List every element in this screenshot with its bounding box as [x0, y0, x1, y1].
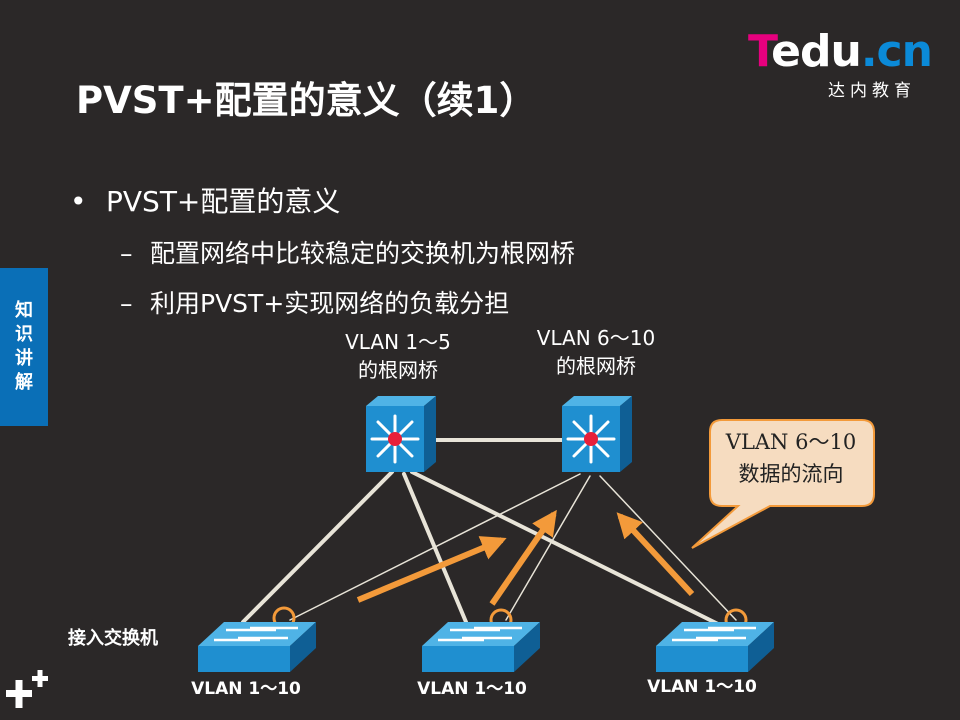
flow-arrow	[616, 512, 695, 597]
bullet-sub-1-text: 配置网络中比较稳定的交换机为根网桥	[150, 239, 576, 268]
flow-arrow	[356, 536, 507, 603]
workgroup-switch-icon[interactable]	[198, 622, 316, 672]
access-switch-3-vlan: VLAN 1～10	[647, 677, 757, 697]
link-core1-access3	[410, 470, 720, 626]
network-links	[241, 438, 737, 626]
bullet-main-text: PVST+配置的意义	[106, 185, 341, 218]
root-bridge-label-2-line1: VLAN 6～10	[536, 326, 656, 350]
bullet-sub-2-text: 利用PVST+实现网络的负载分担	[150, 289, 510, 318]
bullet-sub-2: –利用PVST+实现网络的负载分担	[120, 284, 509, 320]
link-core1-access2	[402, 472, 468, 624]
dash-icon: –	[120, 239, 133, 268]
access-switch-1-vlan: VLAN 1～10	[191, 679, 301, 699]
root-bridge-label-1: VLAN 1～5 的根网桥	[318, 328, 478, 384]
slide-title: PVST+配置的意义（续1）	[76, 79, 537, 122]
logo-subtitle: 达内教育	[828, 81, 916, 101]
link-core2-access2	[505, 475, 591, 621]
callout-line2: 数据的流向	[738, 462, 844, 486]
flow-arrow	[489, 509, 557, 606]
multilayer-switch-icon[interactable]	[366, 396, 436, 472]
tedu-logo: Tedu.cn 达内教育	[748, 28, 933, 102]
side-tab-char: 解	[15, 372, 33, 393]
root-bridge-label-1-line2: 的根网桥	[358, 358, 438, 382]
side-tab-char: 识	[15, 324, 33, 345]
bullet-main: • PVST+配置的意义	[70, 180, 340, 220]
access-switch-label: 接入交换机	[68, 628, 158, 649]
root-bridge-label-1-line1: VLAN 1～5	[345, 330, 451, 354]
callout-line1: VLAN 6～10	[725, 430, 857, 454]
traffic-flow-arrows	[356, 509, 695, 606]
workgroup-switch-icon[interactable]	[422, 622, 540, 672]
bullet-dot-icon: •	[70, 185, 87, 218]
side-tab-char: 知	[15, 300, 33, 321]
root-bridge-label-2-line2: 的根网桥	[556, 354, 636, 378]
link-core2-access3	[599, 475, 737, 621]
link-core2-access1	[289, 473, 581, 621]
callout-text: VLAN 6～10 数据的流向	[712, 426, 870, 490]
logo-wordmark: Tedu.cn	[748, 26, 933, 77]
access-switch-2-vlan: VLAN 1～10	[417, 679, 527, 699]
side-tab-knowledge[interactable]: 知 识 讲 解	[0, 268, 48, 426]
plus-icon	[6, 670, 48, 708]
root-bridge-label-2: VLAN 6～10 的根网桥	[516, 324, 676, 380]
dash-icon: –	[120, 289, 133, 318]
side-tab-char: 讲	[15, 348, 33, 369]
workgroup-switch-icon[interactable]	[656, 622, 774, 672]
bullet-sub-1: –配置网络中比较稳定的交换机为根网桥	[120, 234, 575, 270]
multilayer-switch-icon[interactable]	[562, 396, 632, 472]
link-core1-access1	[241, 470, 394, 624]
callout-bubble	[691, 419, 875, 549]
